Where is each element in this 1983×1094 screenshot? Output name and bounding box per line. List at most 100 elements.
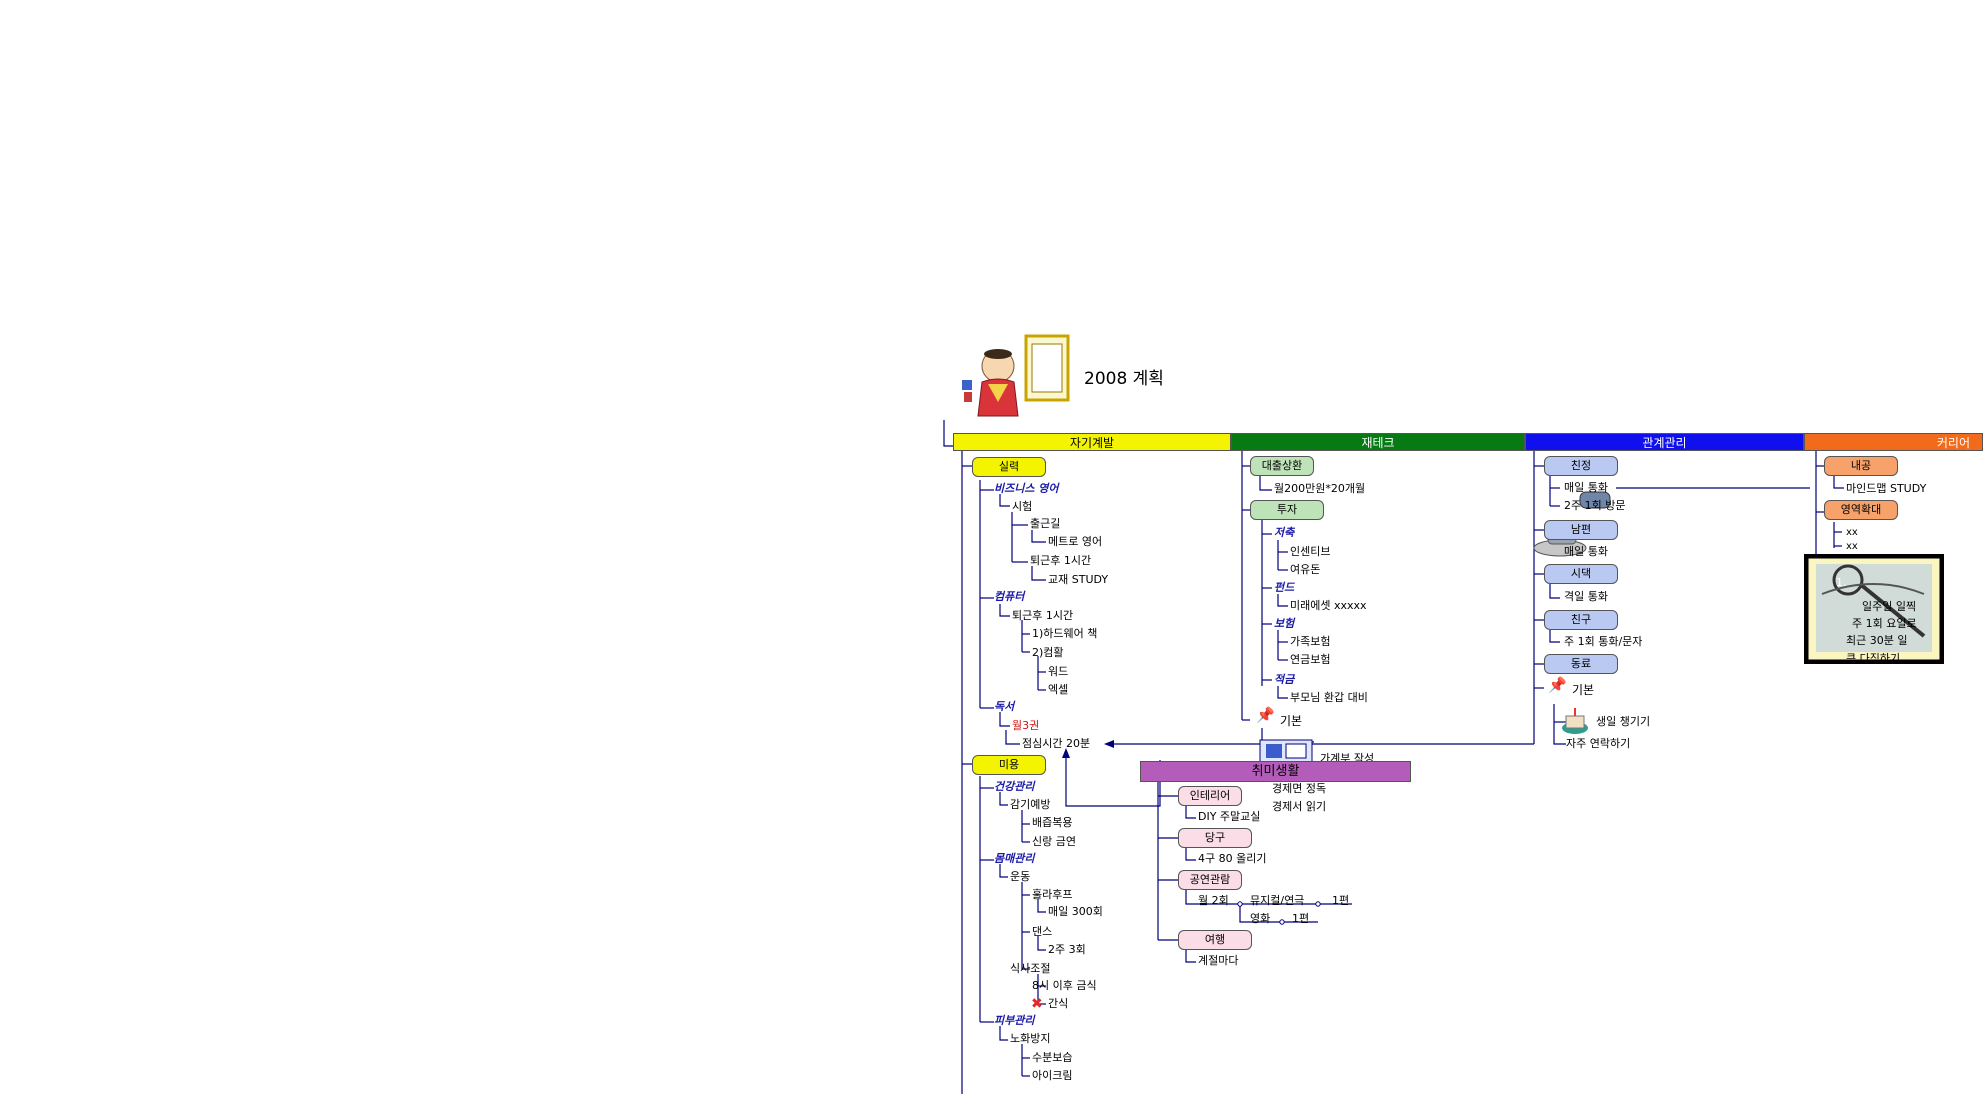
node-installment[interactable]: 적금 — [1274, 673, 1295, 686]
node-movie[interactable]: 영화 — [1250, 912, 1271, 925]
branch-relations[interactable]: 관계관리 — [1525, 433, 1804, 451]
map-title: 2008 계획 — [1084, 369, 1164, 389]
node-mindmap[interactable]: 마인드맵 STUDY — [1846, 482, 1927, 495]
node-travel[interactable]: 여행 — [1178, 930, 1252, 950]
node-musical[interactable]: 뮤지컬/연극 — [1250, 894, 1305, 907]
node-office[interactable]: 2)컴활 — [1032, 646, 1064, 659]
node-twice-week[interactable]: 2주 3회 — [1048, 943, 1086, 956]
node-coworkers[interactable]: 동료 — [1544, 654, 1618, 674]
node-friend-call[interactable]: 주 1회 통화/문자 — [1564, 635, 1643, 648]
scroll-frame-icon — [1024, 334, 1070, 402]
node-parents[interactable]: 부모님 환갑 대비 — [1290, 691, 1368, 704]
node-antiaging[interactable]: 노화방지 — [1010, 1032, 1051, 1045]
node-pear-juice[interactable]: 배즙복용 — [1032, 816, 1073, 829]
node-friends[interactable]: 친구 — [1544, 610, 1618, 630]
node-birthday[interactable]: 생일 챙기기 — [1596, 715, 1651, 728]
node-toeic[interactable]: 시험 — [1012, 500, 1033, 513]
node-fund[interactable]: 펀드 — [1274, 581, 1295, 594]
node-incentive[interactable]: 인센티브 — [1290, 545, 1331, 558]
node-econ-book[interactable]: 경제서 읽기 — [1272, 800, 1327, 813]
node-dance[interactable]: 댄스 — [1032, 925, 1053, 938]
branch-self-dev[interactable]: 자기계발 — [953, 433, 1231, 451]
node-commute[interactable]: 출근길 — [1030, 517, 1061, 530]
node-eyecream[interactable]: 아이크림 — [1032, 1069, 1073, 1082]
node-moisture[interactable]: 수분보습 — [1032, 1051, 1073, 1064]
node-daily-300[interactable]: 매일 300회 — [1048, 905, 1103, 918]
node-inlaws-call[interactable]: 격일 통화 — [1564, 590, 1608, 603]
node-body[interactable]: 몸매관리 — [994, 852, 1035, 865]
node-movie-count[interactable]: 1편 — [1292, 912, 1310, 925]
node-husband-call[interactable]: 매일 통화 — [1564, 545, 1608, 558]
node-monthly-2[interactable]: 월 2회 — [1198, 894, 1229, 907]
node-relations-basic[interactable]: 기본 — [1572, 683, 1595, 697]
node-xx-1[interactable]: xx — [1846, 527, 1858, 538]
node-no-smoking[interactable]: 신랑 금연 — [1032, 835, 1076, 848]
node-lunch[interactable]: 점심시간 20분 — [1022, 737, 1091, 750]
node-memo-2[interactable]: 일주일 일찍 — [1862, 600, 1917, 613]
node-hardware-book[interactable]: 1)하드웨어 책 — [1032, 627, 1098, 640]
node-monthly-books[interactable]: 월3권 — [1012, 719, 1040, 732]
node-exercise[interactable]: 운동 — [1010, 870, 1031, 883]
node-skin[interactable]: 피부관리 — [994, 1014, 1035, 1027]
node-memo-5[interactable]: 큰 다짐하기 — [1846, 652, 1901, 665]
node-spare[interactable]: 여유돈 — [1290, 563, 1321, 576]
pushpin-icon: 📌 — [1256, 706, 1275, 724]
branch-finance[interactable]: 재테크 — [1231, 433, 1525, 451]
node-seasonal[interactable]: 계절마다 — [1198, 954, 1239, 967]
node-finance-basic[interactable]: 기본 — [1280, 714, 1303, 728]
node-snack[interactable]: 간식 — [1048, 997, 1069, 1010]
node-expand[interactable]: 영역확대 — [1824, 500, 1898, 520]
node-visit[interactable]: 2주 1회 방문 — [1564, 499, 1626, 512]
pushpin-icon-relations: 📌 — [1548, 676, 1567, 694]
node-excel[interactable]: 엑셀 — [1048, 683, 1069, 696]
node-computer[interactable]: 컴퓨터 — [994, 590, 1025, 603]
node-word[interactable]: 워드 — [1048, 665, 1069, 678]
branch-hobby[interactable]: 취미생활 — [1140, 761, 1411, 782]
node-family[interactable]: 친정 — [1544, 456, 1618, 476]
node-memo-3[interactable]: 주 1회 요일로 — [1852, 617, 1917, 630]
node-interior[interactable]: 인테리어 — [1178, 786, 1242, 806]
node-billiards-goal[interactable]: 4구 80 올리기 — [1198, 852, 1267, 865]
node-diet[interactable]: 식사조절 — [1010, 962, 1051, 975]
node-biz-english[interactable]: 비즈니스 영어 — [994, 482, 1059, 495]
node-memo-4[interactable]: 최근 30분 일 — [1846, 634, 1908, 647]
node-husband[interactable]: 남편 — [1544, 520, 1618, 540]
node-performance[interactable]: 공연관람 — [1178, 870, 1242, 890]
phone-icon-2 — [1579, 491, 1611, 509]
node-after-work-2[interactable]: 퇴근후 1시간 — [1012, 609, 1074, 622]
node-loan[interactable]: 대출상환 — [1250, 456, 1314, 476]
node-xx-2[interactable]: xx — [1846, 541, 1858, 552]
node-health[interactable]: 건강관리 — [994, 780, 1035, 793]
node-beauty[interactable]: 미용 — [972, 755, 1046, 775]
node-musical-count[interactable]: 1편 — [1332, 894, 1350, 907]
node-newspaper[interactable]: 경제면 정독 — [1272, 782, 1327, 795]
node-loan-plan[interactable]: 월200만원*20개월 — [1274, 482, 1366, 495]
node-fasting[interactable]: 8시 이후 금식 — [1032, 979, 1097, 992]
node-metro-english[interactable]: 메트로 영어 — [1048, 535, 1103, 548]
node-contact[interactable]: 자주 연락하기 — [1566, 737, 1631, 750]
notebook-icon — [1804, 554, 1944, 664]
node-invest[interactable]: 투자 — [1250, 500, 1324, 520]
node-memo-1[interactable]: 1. — [1836, 576, 1847, 589]
node-pension-ins[interactable]: 연금보험 — [1290, 653, 1331, 666]
monk-icon — [962, 349, 1019, 417]
node-content[interactable]: 내공 — [1824, 456, 1898, 476]
node-cold-prevent[interactable]: 감기예방 — [1010, 798, 1051, 811]
node-hulahoop[interactable]: 훌라후프 — [1032, 888, 1073, 901]
node-billiards[interactable]: 당구 — [1178, 828, 1252, 848]
node-inlaws[interactable]: 시댁 — [1544, 564, 1618, 584]
node-reading[interactable]: 독서 — [994, 700, 1015, 713]
cake-icon — [1562, 708, 1588, 734]
node-family-ins[interactable]: 가족보험 — [1290, 635, 1331, 648]
node-diy[interactable]: DIY 주말교실 — [1198, 810, 1261, 823]
node-mirae[interactable]: 미래에셋 xxxxx — [1290, 599, 1367, 612]
node-saving[interactable]: 저축 — [1274, 526, 1295, 539]
node-textbook[interactable]: 교재 STUDY — [1048, 573, 1109, 586]
branch-career[interactable]: 커리어 — [1804, 433, 1983, 451]
node-skill[interactable]: 실력 — [972, 457, 1046, 477]
node-after-work[interactable]: 퇴근후 1시간 — [1030, 554, 1092, 567]
node-daily-call[interactable]: 매일 통화 — [1564, 481, 1608, 494]
x-mark-icon: ✖ — [1031, 996, 1043, 1012]
node-insurance[interactable]: 보험 — [1274, 617, 1295, 630]
